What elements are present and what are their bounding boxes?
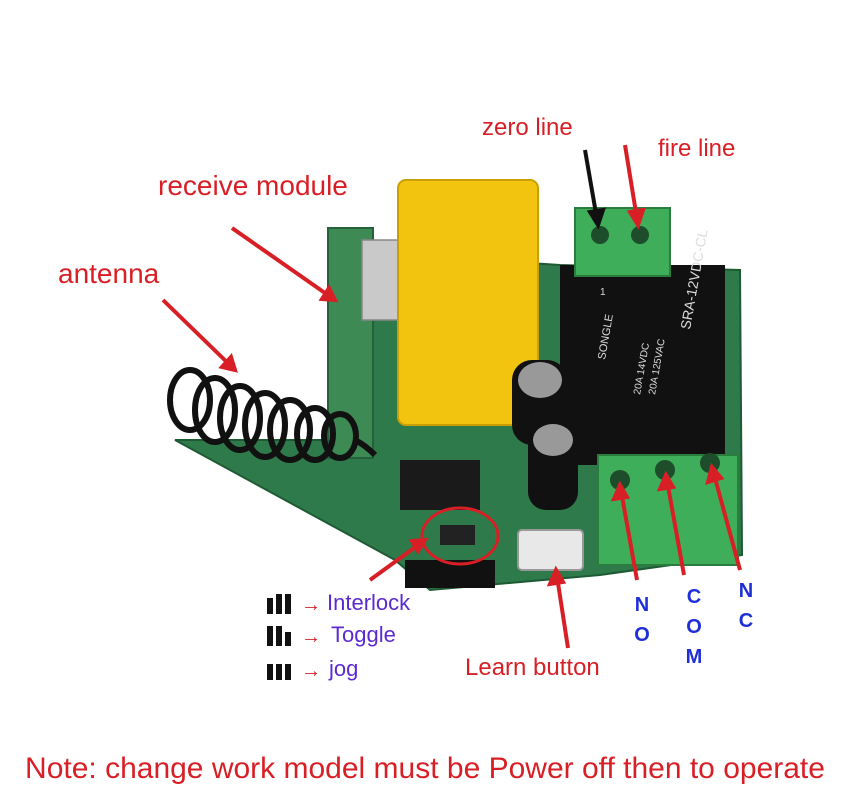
jumper-interlock-icon — [267, 594, 291, 614]
nc-letter: N — [738, 580, 754, 602]
jumper-arrow-icon: → — [301, 594, 321, 616]
yellow-capacitor — [397, 179, 539, 426]
no-letter: O — [634, 624, 650, 646]
com-letter: O — [686, 616, 702, 638]
jog-label: jog — [329, 656, 359, 681]
top-terminal-screw — [631, 226, 649, 244]
com-letter: M — [685, 646, 703, 668]
toggle-label: Toggle — [331, 622, 396, 647]
coiled-antenna — [167, 367, 378, 463]
jumper-highlight-circle — [420, 506, 500, 566]
pointer-arrows — [161, 144, 742, 649]
learn-button-switch — [517, 529, 584, 571]
receive-module-crystal — [361, 239, 401, 321]
ic-chip — [400, 460, 480, 510]
com-letter: C — [686, 586, 702, 608]
jumper-legend: → Interlock → Toggle → jog — [265, 590, 445, 692]
jumper-header — [405, 560, 495, 588]
relay-body — [560, 265, 725, 465]
bottom-terminal-screw — [655, 460, 675, 480]
relay-pin-text: 1 — [600, 287, 606, 298]
interlock-label: Interlock — [327, 590, 411, 615]
bottom-terminal-screw — [610, 470, 630, 490]
no-letter: N — [634, 594, 650, 616]
nc-terminal-label: N C — [734, 576, 758, 636]
operation-note: Note: change work model must be Power of… — [25, 752, 825, 785]
fire-line-label: fire line — [658, 135, 736, 162]
nc-letter: C — [738, 610, 754, 632]
jumper-toggle-icon — [267, 626, 291, 646]
top-terminal-block — [574, 207, 671, 277]
top-terminal-screw — [591, 226, 609, 244]
no-terminal-label: N O — [630, 590, 654, 650]
jumper-arrow-icon: → — [301, 660, 321, 682]
receive-module-label: receive module — [158, 170, 348, 201]
zero-line-label: zero line — [482, 114, 573, 141]
learn-button-label: Learn button — [465, 654, 600, 681]
com-terminal-label: C O M — [682, 582, 706, 672]
antenna-label: antenna — [58, 258, 160, 289]
jumper-arrow-icon: → — [301, 626, 321, 648]
jumper-jog-icon — [267, 664, 291, 680]
